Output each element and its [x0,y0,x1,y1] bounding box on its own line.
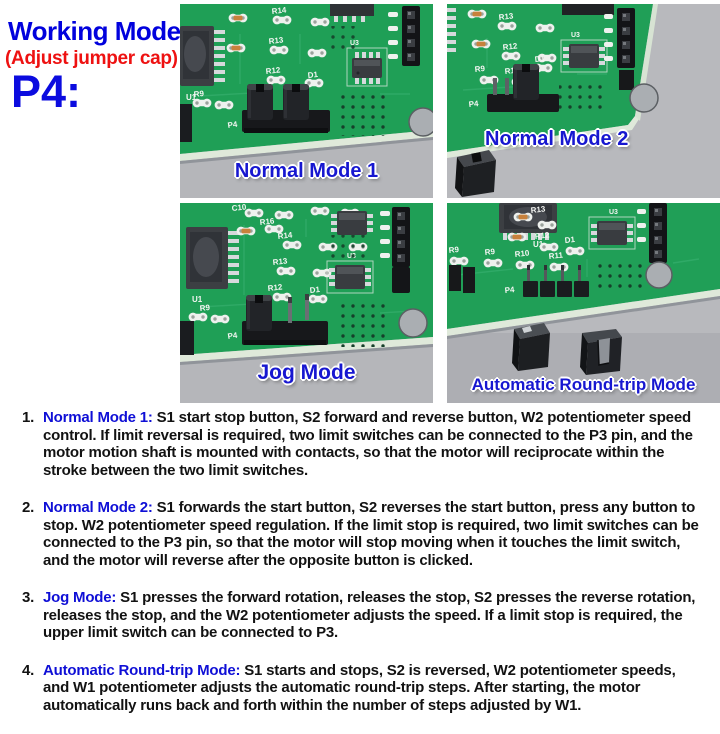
pin-header-icon [617,8,635,68]
mode-number: 4. [22,661,35,679]
silkscreen-r10: R10 [504,65,520,76]
silkscreen-d1: D1 [307,70,319,80]
pcb-photo-3-graphic: U1 C10 R16 R14 R13 R12 D1 R9 U3 [180,203,433,403]
silkscreen-r14: R14 [271,5,287,16]
mounting-hole [398,308,428,338]
silkscreen-r14: R14 [277,230,293,241]
jumper-block-p4: P4 [227,84,330,133]
silkscreen-r9: R9 [474,64,486,74]
silkscreen-c10: C10 [231,203,247,213]
silkscreen-r12: R12 [265,65,281,76]
pin-header-icon [402,6,420,66]
ic-chip-u1: U1 [186,227,239,304]
photo-normal-mode-1: U1 R14 R13 R12 D1 R9 U3 [180,4,433,198]
silkscreen-r12: R12 [267,282,283,293]
photo-label-automatic-round-trip-mode: Automatic Round-trip Mode [471,375,696,394]
ic-chip-u1: U1 [180,26,225,102]
photo-normal-mode-2: R13 R12 R9 R10 D1 U3 P4 Normal Mode 2 [447,4,720,198]
mounting-hole [645,261,673,289]
silkscreen-r9: R9 [448,245,460,255]
mode-name: Jog Mode: [43,589,117,606]
silkscreen-u1: U1 [186,93,197,102]
jumper-header-p4-bare: P4 [504,265,589,297]
silkscreen-r11: R11 [548,250,564,260]
silkscreen-r13: R13 [272,256,288,267]
via-dot-grid [597,259,643,291]
silkscreen-r9: R9 [199,303,211,313]
via-dot-grid [559,80,605,114]
ic-chip-u3: U3 [588,209,636,250]
jumper-cap-icon [513,64,539,100]
jumper-block-p4: P4 [468,64,559,112]
silkscreen-r10: R10 [514,248,530,259]
pcb-board [447,4,653,152]
silkscreen-r12: R12 [502,41,518,52]
connector-name-label: P4: [11,66,82,117]
mode-name: Normal Mode 2: [43,499,153,516]
mounting-hole [408,107,433,137]
pin-header-icon [649,203,667,263]
mounting-hole [629,83,659,113]
photo-label-normal-mode-1: Normal Mode 1 [234,160,379,182]
silkscreen-r13: R13 [498,11,514,22]
photo-label-jog-mode: Jog Mode [257,361,356,384]
mode-item-3: 3. Jog Mode: S1 presses the forward rotat… [22,589,700,642]
silkscreen-d1: D1 [534,54,546,64]
mode-descriptions: 1. Normal Mode 1: S1 start stop button, S… [22,409,700,734]
via-dot-grid [338,301,388,347]
silkscreen-u3: U3 [609,209,618,216]
mode-description: S1 starts and stops, S2 is reversed, W2 … [43,661,676,714]
photo-automatic-round-trip-mode: U1 R13 R12 D1 R9 R9 R10 R11 U3 [447,203,720,403]
silkscreen-u3: U3 [571,32,580,39]
mode-description: S1 start stop button, S2 forward and rev… [43,409,693,479]
loose-jumper-cap-icon [580,329,622,375]
mode-name: Normal Mode 1: [43,409,153,426]
silkscreen-p4: P4 [468,99,479,109]
silkscreen-r9: R9 [193,89,205,99]
mode-item-4: 4. Automatic Round-trip Mode: S1 starts a… [22,662,700,715]
via-dot-grid [338,90,388,136]
mode-number: 3. [22,589,35,606]
mode-number: 2. [22,499,35,516]
jumper-cap-icon [247,84,273,120]
silkscreen-p4: P4 [227,331,238,341]
silkscreen-u1: U1 [192,295,203,304]
silkscreen-r9b: R9 [484,247,496,257]
mode-item-2: 2. Normal Mode 2: S1 forwards the start b… [22,499,700,569]
silkscreen-p4: P4 [504,285,515,295]
silkscreen-r12: R12 [534,230,550,241]
silkscreen-r13: R13 [268,35,284,46]
mode-description: S1 presses the forward rotation, release… [43,589,696,641]
silkscreen-d1: D1 [564,235,576,245]
mode-name: Automatic Round-trip Mode: [43,661,241,679]
mode-number: 1. [22,409,35,426]
pcb-photo-2-graphic: R13 R12 R9 R10 D1 U3 P4 [447,4,720,198]
pin-header-icon [392,207,410,267]
mode-description: S1 forwards the start button, S2 reverse… [43,499,699,569]
page-subtitle: (Adjust jumper cap) [5,48,178,69]
mode-item-1: 1. Normal Mode 1: S1 start stop button, S… [22,409,700,479]
photo-jog-mode: U1 C10 R16 R14 R13 R12 D1 R9 U3 [180,203,433,403]
page-title: Working Mode: [8,16,189,46]
silkscreen-r13: R13 [530,204,546,215]
pcb-photo-4-graphic: U1 R13 R12 D1 R9 R9 R10 R11 U3 [447,203,720,403]
silkscreen-d1: D1 [309,285,321,295]
jumper-block-p4: P4 [227,294,328,345]
pcb-photo-1-graphic: U1 R14 R13 R12 D1 R9 U3 [180,4,433,198]
jumper-cap-icon [283,84,309,120]
loose-jumper-cap-icon [512,323,550,371]
silkscreen-p4: P4 [227,120,238,130]
loose-jumper-cap-icon [455,150,496,197]
silkscreen-u1: U1 [533,240,544,249]
photo-label-normal-mode-2: Normal Mode 2 [485,128,629,150]
jumper-cap-icon [246,295,272,331]
silkscreen-r16: R16 [259,216,275,227]
